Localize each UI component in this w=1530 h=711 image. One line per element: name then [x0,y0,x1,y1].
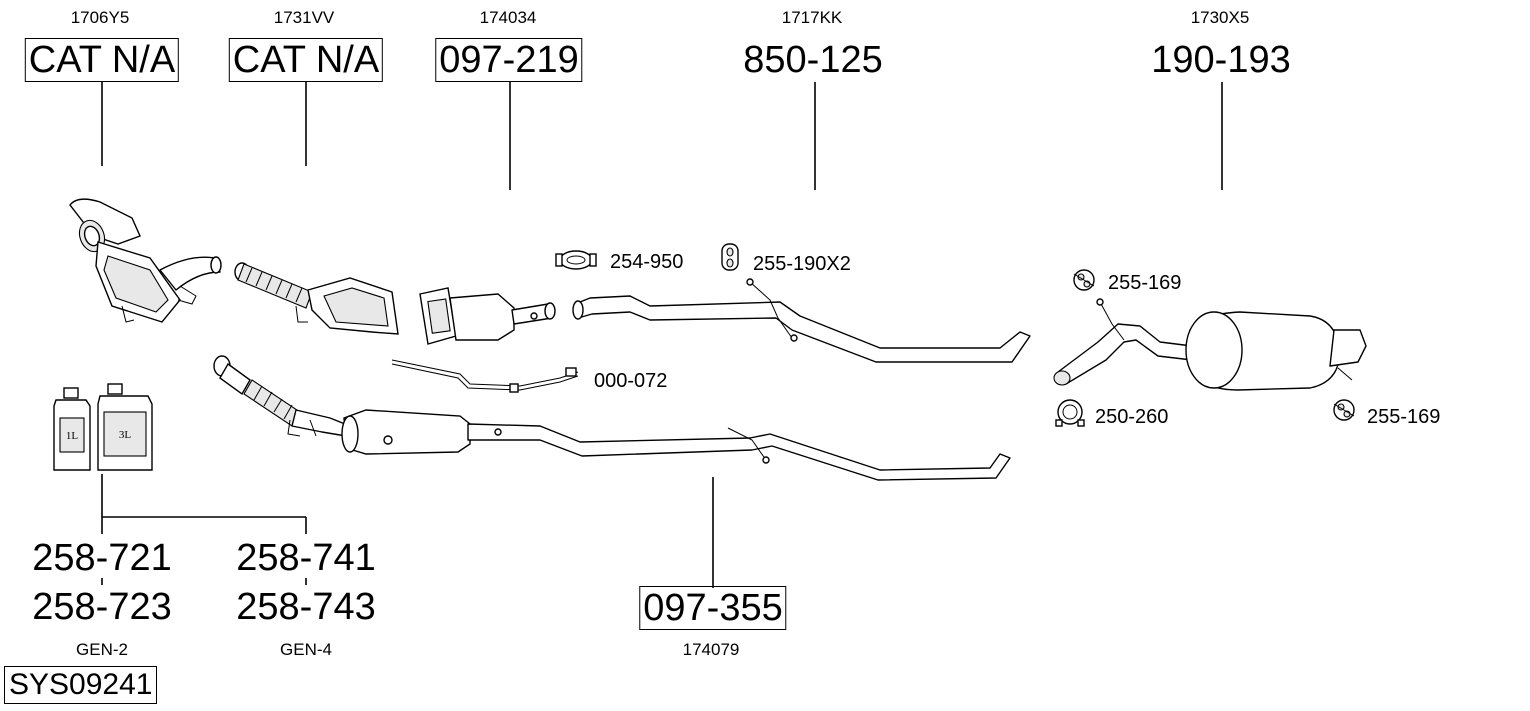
ref-number-3: 174034 [479,8,537,27]
ref-number-bottom: 174079 [682,640,740,659]
front-pipe-catalyst-drawing [234,262,399,335]
part-number-2[interactable]: CAT N/A [228,38,384,82]
catalyst-drawing [419,287,556,345]
fluid-code-258-721[interactable]: 258-721 [32,537,172,579]
rubber-mount-255-169-b-icon [1333,399,1355,421]
fitting-label-255-169-a[interactable]: 255-169 [1108,272,1182,294]
part-number-4[interactable]: 850-125 [743,39,883,81]
fluid-bottle-small-icon [53,387,91,471]
fitting-label-250-260[interactable]: 250-260 [1095,406,1169,428]
sensor-pipe-drawing [391,359,579,393]
rear-silencer-drawing [1053,298,1367,391]
part-number-bottom[interactable]: 097-355 [639,586,787,630]
rubber-mount-255-190x2-icon [721,243,739,271]
manifold-catalyst-drawing [69,198,222,323]
ref-number-2: 1731VV [273,8,335,27]
fitting-label-255-169-b[interactable]: 255-169 [1367,406,1441,428]
clamp-254-950-icon [555,250,597,270]
intermediate-pipe-drawing [572,278,1031,363]
fitting-label-254-950[interactable]: 254-950 [610,251,684,273]
part-number-3[interactable]: 097-219 [435,38,583,82]
fitting-label-255-190x2[interactable]: 255-190X2 [753,253,851,275]
gen-label-4: GEN-4 [280,640,332,659]
dpf-pipe-assembly-drawing [213,355,1011,481]
system-id: SYS09241 [4,666,158,704]
rubber-mount-255-169-a-icon [1073,269,1095,291]
ref-number-5: 1730X5 [1190,8,1250,27]
bottle-large-label: 3L [119,429,132,441]
fluid-code-258-723[interactable]: 258-723 [32,586,172,628]
fluid-bottle-large-icon [97,383,153,471]
ref-number-1: 1706Y5 [70,8,130,27]
fitting-label-000-072[interactable]: 000-072 [594,370,668,392]
ref-number-4: 1717KK [781,8,843,27]
fluid-code-258-743[interactable]: 258-743 [236,586,376,628]
bottle-small-label: 1L [66,430,79,442]
clamp-250-260-icon [1055,399,1085,427]
gen-label-2: GEN-2 [76,640,128,659]
part-number-1[interactable]: CAT N/A [24,38,180,82]
fluid-code-258-741[interactable]: 258-741 [236,537,376,579]
part-number-5[interactable]: 190-193 [1151,39,1291,81]
